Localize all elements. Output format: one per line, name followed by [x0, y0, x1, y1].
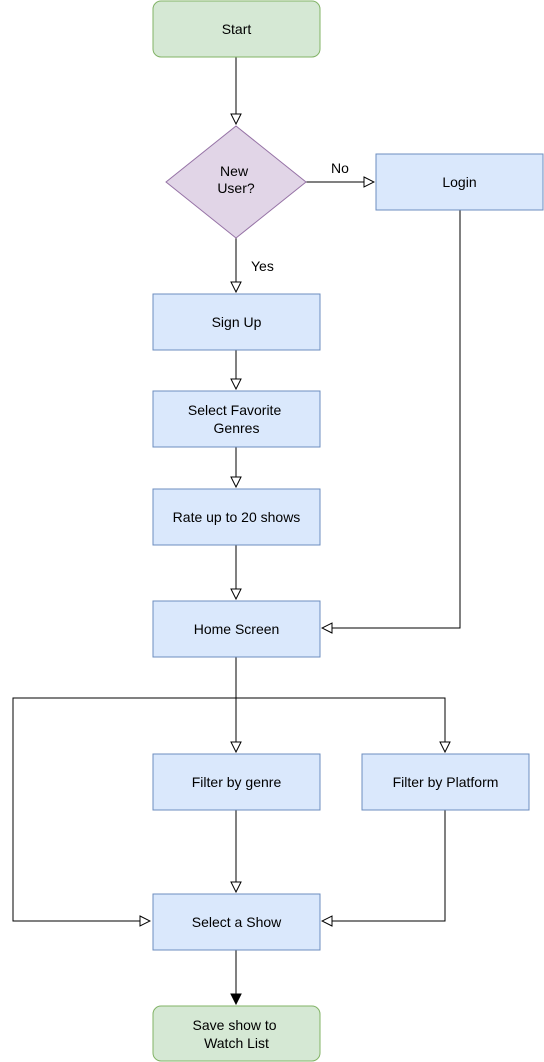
edge-filter-platform-to-select-show — [322, 810, 446, 921]
select-show-node-label: Select a Show — [192, 914, 282, 930]
save-show-node[interactable]: Save show to Watch List — [152, 1005, 321, 1062]
sign-up-node[interactable]: Sign Up — [152, 293, 321, 351]
home-screen-node-label: Home Screen — [194, 621, 280, 637]
select-genres-node[interactable]: Select Favorite Genres — [152, 390, 321, 448]
rate-shows-node-shape — [152, 488, 321, 546]
new-user-decision[interactable]: New User? — [165, 125, 307, 239]
select-genres-node-label-line2: Genres — [214, 420, 260, 436]
edge-home-to-filter-platform — [236, 697, 445, 752]
save-show-node-label-line2: Watch List — [204, 1035, 269, 1051]
edges — [12, 57, 461, 1004]
start-node-shape — [152, 0, 321, 58]
start-node-label: Start — [222, 21, 252, 37]
edge-home-to-select-show — [12, 697, 236, 921]
new-user-decision-shape — [165, 125, 307, 239]
home-screen-node[interactable]: Home Screen — [152, 600, 321, 658]
rate-shows-node[interactable]: Rate up to 20 shows — [152, 488, 321, 546]
rate-shows-node-label: Rate up to 20 shows — [173, 509, 301, 525]
new-user-decision-label: New User? — [217, 163, 255, 196]
select-show-node-shape — [152, 893, 321, 951]
filter-platform-node[interactable]: Filter by Platform — [361, 753, 530, 811]
select-genres-node-label-line1: Select Favorite — [188, 402, 282, 418]
new-user-decision-label-line1: New — [220, 163, 249, 179]
filter-platform-node-label: Filter by Platform — [393, 774, 499, 790]
select-genres-node-label: Select Favorite Genres — [188, 402, 285, 436]
save-show-node-label-line1: Save show to — [193, 1017, 277, 1033]
new-user-decision-label-line2: User? — [217, 180, 255, 196]
filter-platform-node-shape — [361, 753, 530, 811]
login-node-shape — [375, 153, 544, 211]
save-show-node-shape — [152, 1005, 321, 1062]
select-genres-node-shape — [152, 390, 321, 448]
edge-login-to-home — [322, 210, 461, 628]
filter-genre-node-label: Filter by genre — [192, 774, 282, 790]
filter-genre-node-shape — [152, 753, 321, 811]
save-show-node-label: Save show to Watch List — [193, 1017, 281, 1051]
edge-label-yes: Yes — [251, 258, 274, 274]
select-show-node[interactable]: Select a Show — [152, 893, 321, 951]
sign-up-node-label: Sign Up — [212, 314, 262, 330]
start-node[interactable]: Start — [152, 0, 321, 58]
edge-label-no: No — [331, 160, 349, 176]
home-screen-node-shape — [152, 600, 321, 658]
login-node[interactable]: Login — [375, 153, 544, 211]
login-node-label: Login — [442, 174, 476, 190]
filter-genre-node[interactable]: Filter by genre — [152, 753, 321, 811]
sign-up-node-shape — [152, 293, 321, 351]
